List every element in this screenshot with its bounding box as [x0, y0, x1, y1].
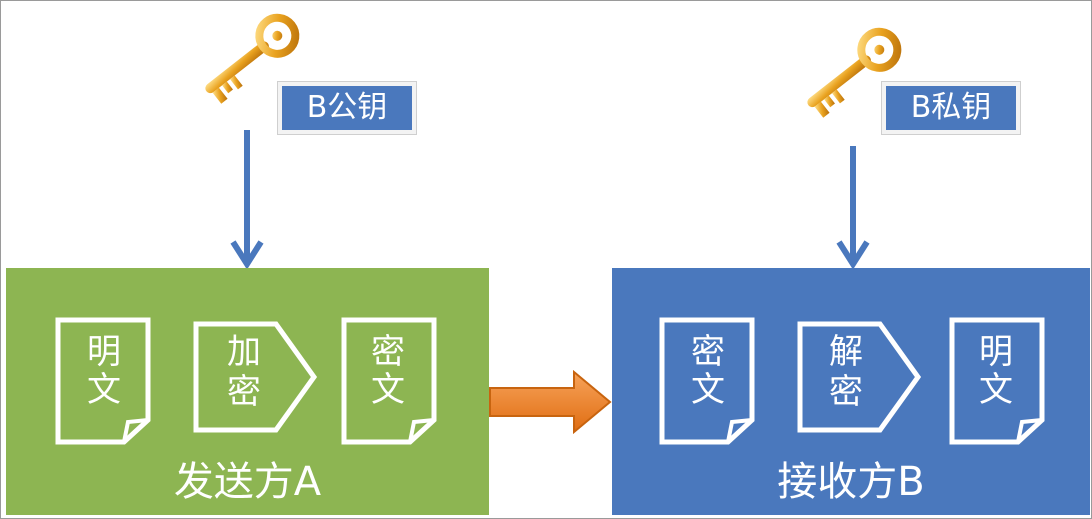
- doc-label-top: 明: [979, 332, 1013, 372]
- document-icon: [55, 317, 151, 445]
- public-key-label: B公钥: [282, 86, 412, 130]
- sender-title: 发送方A: [173, 459, 322, 505]
- process-label-top: 解: [829, 332, 863, 372]
- document-icon: [341, 317, 437, 445]
- document-icon: [659, 317, 755, 445]
- sender-panel: 明 文 加 密 密 文 发送方A: [6, 268, 489, 515]
- receiver-title: 接收方B: [777, 459, 925, 505]
- doc-label-top: 明: [87, 332, 121, 372]
- doc-label-top: 密: [371, 332, 405, 372]
- process-label-top: 加: [227, 332, 261, 372]
- private-key-label: B私钥: [886, 86, 1016, 130]
- private-key-icon: [807, 27, 902, 118]
- doc-label-bottom: 文: [979, 370, 1013, 410]
- doc-label-bottom: 文: [371, 370, 405, 410]
- receiver-panel: 密 文 解 密 明 文 接收方B: [612, 268, 1090, 515]
- document-icon: [949, 317, 1045, 445]
- doc-label-top: 密: [691, 332, 725, 372]
- process-arrow-icon: [193, 321, 318, 433]
- process-label-bottom: 密: [829, 372, 863, 412]
- process-arrow-icon: [797, 321, 922, 433]
- arrow-right-icon: [489, 370, 612, 434]
- process-label-bottom: 密: [227, 372, 261, 412]
- doc-label-bottom: 文: [87, 370, 121, 410]
- arrow-down-icon: [836, 146, 870, 270]
- doc-label-bottom: 文: [691, 370, 725, 410]
- arrow-down-icon: [230, 130, 264, 270]
- public-key-icon: [205, 13, 300, 104]
